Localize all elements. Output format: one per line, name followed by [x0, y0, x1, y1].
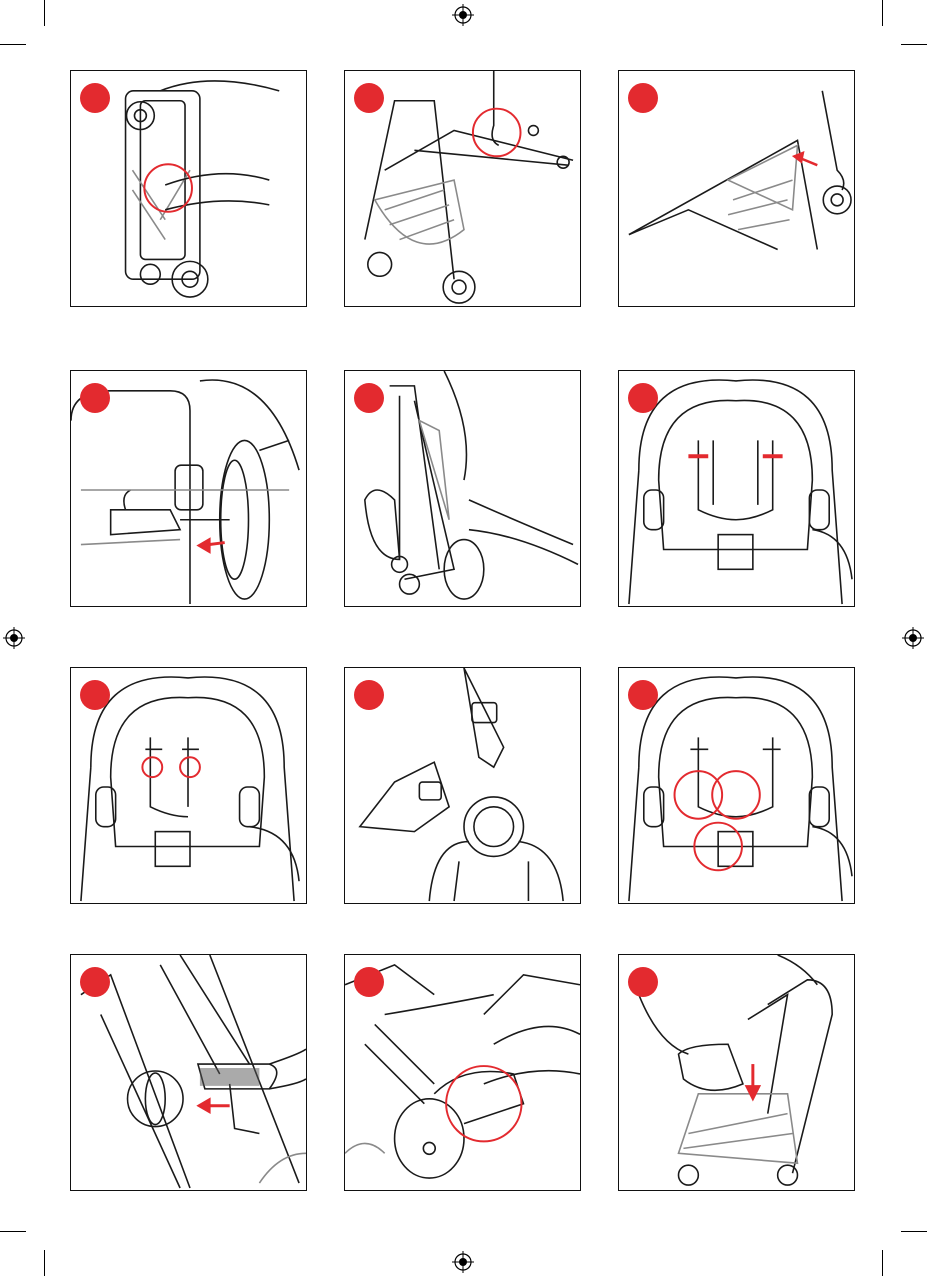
step-4-panel — [70, 370, 307, 607]
step-8-number-badge — [354, 680, 384, 710]
registration-mark-icon — [3, 627, 25, 649]
registration-mark-icon — [452, 4, 474, 26]
step-9-panel — [618, 667, 855, 904]
step-8-panel — [344, 667, 581, 904]
registration-mark-icon — [452, 1251, 474, 1273]
step-6-number-badge — [628, 383, 658, 413]
step-2-number-badge — [354, 83, 384, 113]
step-12-number-badge — [628, 967, 658, 997]
step-12-panel — [618, 954, 855, 1191]
step-5-panel — [344, 370, 581, 607]
step-11-panel — [344, 954, 581, 1191]
step-4-number-badge — [80, 383, 110, 413]
step-2-panel — [344, 70, 581, 307]
step-10-number-badge — [80, 967, 110, 997]
step-6-panel — [618, 370, 855, 607]
step-7-number-badge — [80, 680, 110, 710]
step-3-number-badge — [628, 83, 658, 113]
step-10-panel — [70, 954, 307, 1191]
step-9-number-badge — [628, 680, 658, 710]
step-7-panel — [70, 667, 307, 904]
step-3-panel — [618, 70, 855, 307]
step-11-number-badge — [354, 967, 384, 997]
step-1-number-badge — [80, 83, 110, 113]
step-1-panel — [70, 70, 307, 307]
registration-mark-icon — [902, 627, 924, 649]
step-5-number-badge — [354, 383, 384, 413]
